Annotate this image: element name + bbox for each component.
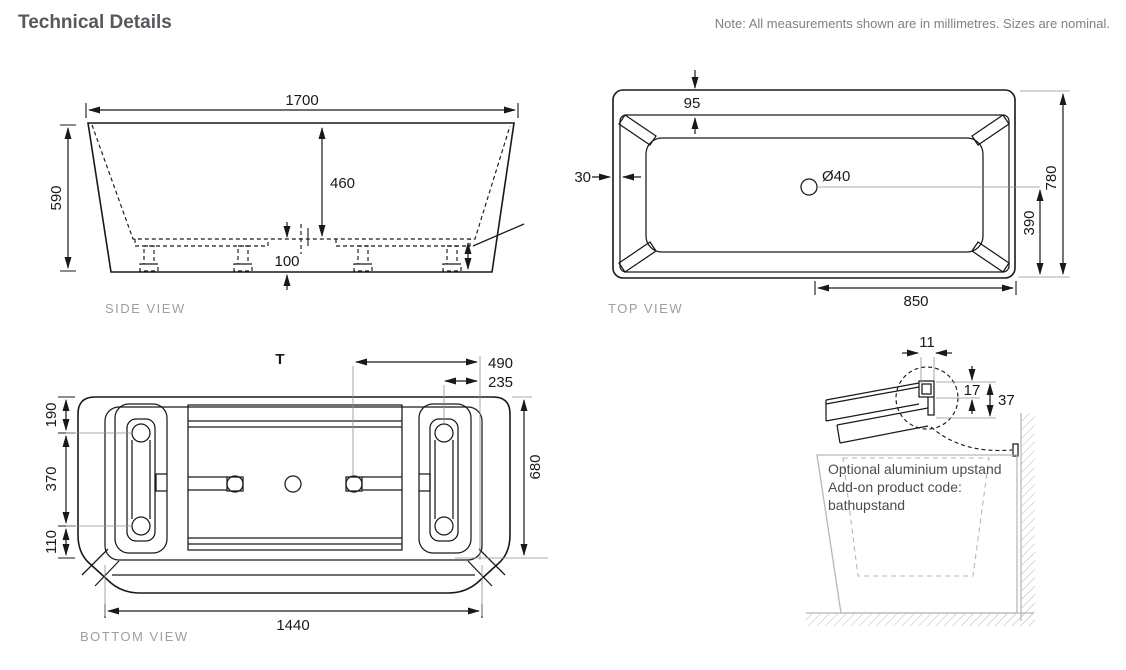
dim-text-780: 780: [1043, 165, 1060, 190]
bath-against-wall-inner: [842, 457, 990, 577]
dim-text-1440: 1440: [276, 617, 309, 634]
side-view-mounting-rails: [134, 239, 471, 247]
side-view-label: SIDE VIEW: [105, 301, 186, 316]
top-view-outer-rim: [612, 89, 1016, 279]
base-height-leader: [472, 223, 525, 247]
left-foot-pod: [114, 403, 168, 554]
dim-850-ticks: [814, 281, 1017, 295]
base-hole-right: [345, 475, 363, 493]
detail-callout-leader: [930, 426, 1013, 452]
base-plate-ribs: [188, 420, 402, 545]
installed-upstand-mark: [1012, 443, 1019, 457]
dim-text-100: 100: [274, 253, 299, 270]
top-view-inner-rim: [619, 114, 1010, 273]
dim-text-370: 370: [43, 466, 60, 491]
upstand-profile-bar: [825, 382, 920, 422]
side-view-outline: [87, 122, 515, 273]
right-foot-rear: [434, 423, 454, 443]
bottom-view-outline: [77, 396, 511, 594]
right-foot-front: [434, 516, 454, 536]
base-hole-left: [226, 475, 244, 493]
side-view-inner-shell: [91, 124, 511, 240]
bottom-view-ext-lines: [66, 356, 548, 616]
top-view-corner-slopes: [618, 114, 1010, 273]
bottom-view-label: BOTTOM VIEW: [80, 629, 189, 644]
dim-text-11: 11: [919, 334, 935, 351]
upstand-detail: 11 17 37 Optional aluminium upstand Add-…: [806, 334, 1035, 626]
dim-text-1700: 1700: [285, 92, 318, 109]
dim-text-37: 37: [998, 392, 1015, 409]
upstand-ext-lines: [920, 357, 996, 419]
bottom-view-inner-outline: [104, 406, 483, 561]
top-view-label: TOP VIEW: [608, 301, 683, 316]
side-view-feet: [139, 245, 462, 272]
right-foot-pod: [418, 403, 472, 554]
upstand-section-leg: [927, 397, 935, 416]
dim-text-490: 490: [488, 355, 513, 372]
left-foot-rear: [131, 423, 151, 443]
right-foot-pod-inner: [429, 418, 459, 542]
bath-against-wall-outline: [816, 454, 1018, 614]
bottom-view: 190 370 110 680 1440 490 235 T BOTTOM VI…: [43, 351, 548, 644]
upstand-note-line1: Optional aluminium upstand: [828, 461, 1002, 477]
dim-text-235: 235: [488, 374, 513, 391]
wall-hatching: [1021, 413, 1035, 621]
dim-text-190: 190: [43, 402, 60, 427]
top-view-basin-floor: [645, 137, 984, 253]
dim-text-590: 590: [48, 185, 65, 210]
top-view-ext-lines: [1018, 90, 1070, 278]
bottom-view-corner-slopes: [81, 548, 506, 587]
left-foot-pod-inner: [126, 418, 156, 542]
upstand-note-line3: bathupstand: [828, 497, 905, 513]
dim-text-680: 680: [527, 454, 544, 479]
floor-hatching: [806, 613, 1034, 626]
measurement-note: Note: All measurements shown are in mill…: [714, 16, 1110, 31]
dim-text-460: 460: [330, 175, 355, 192]
dim-text-110: 110: [43, 530, 60, 554]
base-hole-center: [284, 475, 302, 493]
foot-pod-tracks: [131, 440, 454, 519]
orientation-marker: T: [275, 351, 284, 368]
upstand-profile-flange: [836, 407, 929, 444]
side-view: 1700 590 460 100 SIDE VIEW: [48, 92, 525, 316]
left-foot-front: [131, 516, 151, 536]
page-title: Technical Details: [18, 12, 172, 33]
drain-diameter-text: Ø40: [822, 168, 850, 185]
dim-text-390: 390: [1021, 210, 1038, 235]
upstand-section-tube: [918, 380, 935, 398]
upstand-section-tube-inner: [921, 383, 932, 395]
drain-hole: [800, 178, 818, 196]
dim-text-95: 95: [684, 95, 701, 112]
dim-text-30: 30: [574, 169, 591, 186]
side-view-dim-ticks: [60, 103, 519, 272]
dim-text-850: 850: [903, 293, 928, 310]
dim-text-17: 17: [964, 382, 981, 399]
upstand-note-line2: Add-on product code:: [828, 479, 962, 495]
top-view: 95 30 Ø40 780 390 850 TOP VIEW: [574, 70, 1070, 316]
